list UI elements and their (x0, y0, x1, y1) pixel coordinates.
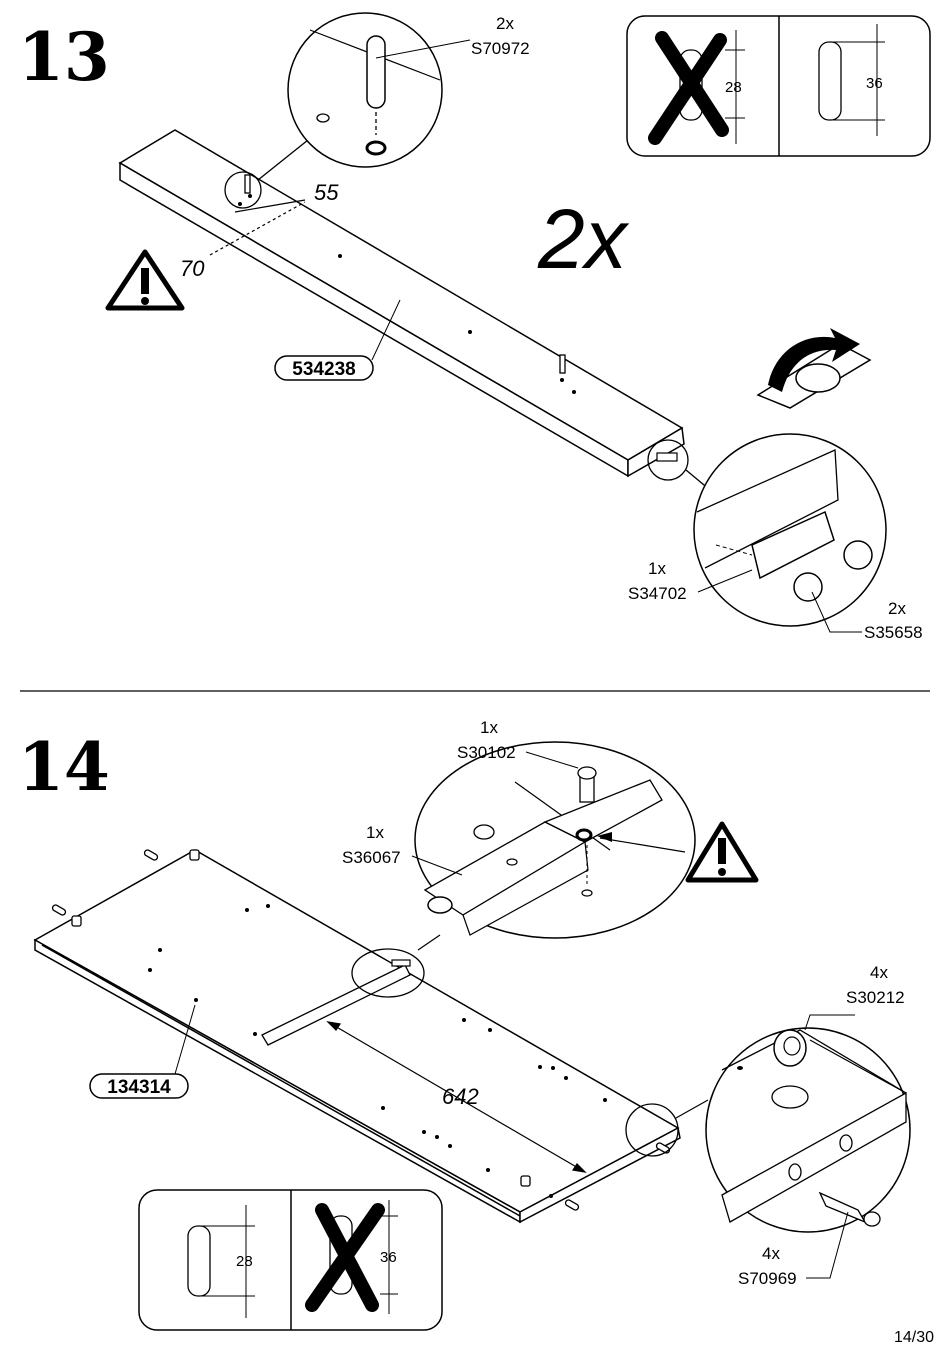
right-length-28: 28 (236, 1253, 253, 1270)
board-pins (244, 174, 566, 374)
rail-zoom (351, 741, 696, 998)
part-id-134314: 134314 (107, 1077, 171, 1098)
part-id-534238: 534238 (292, 359, 355, 380)
dim-642-lines (326, 1021, 587, 1173)
board-534238 (118, 129, 685, 478)
length-check-14 (138, 1189, 443, 1331)
wrong-length-28: 28 (725, 79, 742, 96)
dim-lines-13 (209, 199, 306, 256)
dowel-callout-qty: 2x (496, 14, 514, 33)
cross-out-icon (305, 1203, 385, 1312)
cam-callout-code: S30212 (846, 988, 905, 1007)
multiplier-2x: 2x (537, 192, 630, 286)
step-14-number: 14 (18, 728, 110, 806)
rotate-arrow-icon (756, 328, 872, 409)
end-zoom (647, 433, 887, 633)
length-check-13 (626, 15, 931, 157)
cap-callout-qty: 2x (888, 599, 906, 618)
rail-callout-qty: 1x (366, 823, 384, 842)
dowel-callout-code: S70969 (738, 1269, 797, 1288)
rail-callout-code: S36067 (342, 848, 401, 867)
dim-642: 642 (442, 1084, 479, 1109)
right-length-36: 36 (866, 75, 883, 92)
screw-callout-code: S30102 (457, 743, 516, 762)
warning-icon (685, 821, 759, 883)
dim-55: 55 (314, 180, 339, 205)
part-tag-534238 (274, 355, 374, 381)
cross-out-icon (648, 31, 729, 145)
board-534238-holes (238, 194, 576, 394)
dowel-callout-code: S70972 (471, 39, 530, 58)
cam-callout-qty: 4x (870, 963, 888, 982)
panel-134314 (33, 849, 681, 1224)
page-number: 14/30 (894, 1329, 934, 1346)
panel-dowels (51, 849, 671, 1211)
step-13-number: 13 (18, 18, 110, 96)
cap-callout-code: S35658 (864, 623, 923, 642)
bracket-callout-qty: 1x (648, 559, 666, 578)
screw-callout-qty: 1x (480, 718, 498, 737)
part-tag-134314 (89, 1073, 189, 1099)
corner-zoom (625, 1014, 911, 1279)
dowel-callout-qty: 4x (762, 1244, 780, 1263)
warning-icon (105, 249, 185, 311)
dim-70: 70 (180, 256, 205, 281)
bracket-callout-code: S34702 (628, 584, 687, 603)
drawer-rail (261, 964, 411, 1046)
wrong-length-36: 36 (380, 1249, 397, 1266)
panel-holes (148, 904, 607, 1198)
dowel-zoom (224, 12, 471, 209)
